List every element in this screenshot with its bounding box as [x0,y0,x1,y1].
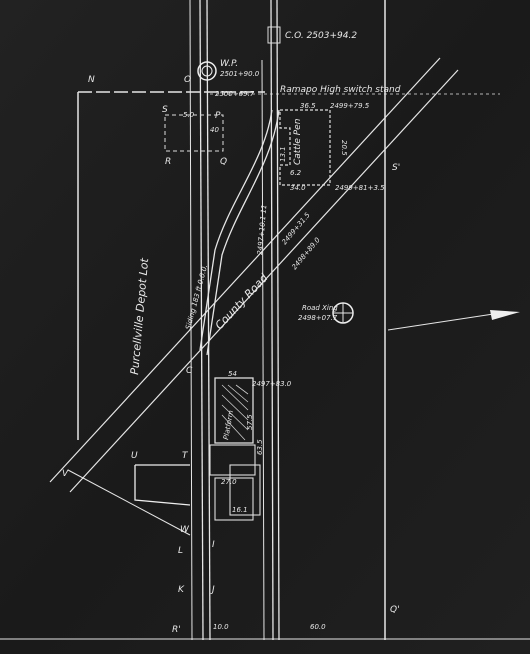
label-cattle-pen: Cattle Pen [293,118,303,165]
label-cp-station: 2499+79.5 [330,102,370,110]
main-rail-1 [261,59,265,641]
label-switchstand: Ramapo High switch stand [280,85,401,95]
ut-lot [134,464,191,506]
county-road-edge-1 [49,57,441,483]
mid-lot-line [189,0,193,641]
label-v: V [62,469,69,479]
label-s-prime: S' [392,163,400,173]
platform-annex [209,444,256,476]
label-c: C [186,366,193,376]
north-arrow-line [387,312,501,331]
label-cp-205: 20.5 [340,140,348,156]
vw-line [67,469,191,536]
platform-lower-box [214,477,254,521]
platform-building [214,377,254,444]
label-p: P [215,111,221,121]
label-t: T [182,451,189,461]
label-dim-575: 57.5 [246,414,254,430]
siding-curve-1 [199,109,273,351]
label-dim-270: 27.0 [221,478,237,486]
north-arrow-head [490,310,520,320]
label-cp-365: 36.5 [300,102,316,110]
label-wp-station: 2501+90.0 [220,70,260,78]
label-dim-161: 16.1 [232,506,248,514]
track-line-2 [206,0,211,641]
label-cp-340: 34.0 [290,184,306,192]
main-rail-3 [276,0,280,641]
label-n: N [88,75,95,85]
label-u: U [131,451,138,461]
label-dim-100: 10.0 [213,623,229,631]
label-o: O [184,75,191,85]
label-q: Q [220,157,227,167]
cattle-pen-outline [279,109,331,186]
siding-curve-2 [206,109,280,356]
label-wp: W.P. [220,59,238,69]
label-j: J [210,585,215,595]
label-cp-131: 13.1 [279,146,287,162]
label-dim-40: 40 [210,126,219,134]
track-line-1 [199,0,204,641]
label-co: C.O. 2503+94.2 [285,31,357,41]
county-road-edge-2 [69,69,459,493]
co-marker [267,26,281,44]
label-dim-600: 60.0 [310,623,326,631]
label-w: W [180,525,190,535]
freight-box [229,464,261,516]
label-station-2500: 2500+69.7 [215,90,255,98]
label-dim-635: 63.5 [256,439,264,455]
label-l: L [178,546,183,556]
label-r-prime: R' [172,625,181,635]
label-road-xing-station: 2498+07.7 [298,314,338,322]
label-k: K [178,585,185,595]
label-s: S [162,105,168,115]
label-dim-50: 5.0 [183,111,195,119]
pqr-box [164,114,224,152]
wp-marker-inner [201,65,213,77]
platform-hatch [221,384,249,441]
main-rail-2 [270,0,274,641]
label-i: I [212,540,215,550]
label-station-2497: 2497+83.0 [252,380,292,388]
label-r: R [165,157,171,167]
label-q-prime: Q' [390,605,400,615]
label-road-xing: Road Xing [302,304,338,312]
label-cp-62: 6.2 [290,169,302,177]
wp-marker [197,61,217,81]
label-cp-station2: 2499+81+3.5 [335,184,385,192]
label-dim-54: 54 [228,370,237,378]
